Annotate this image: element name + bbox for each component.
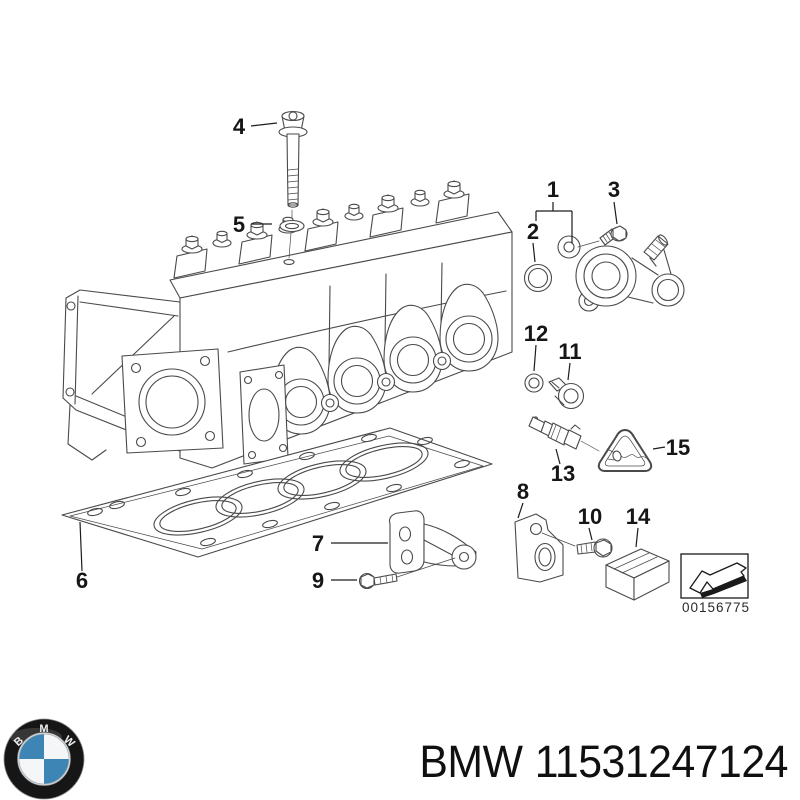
holder-bracket-drawing (514, 513, 576, 583)
callout-14: 14 (626, 504, 651, 548)
warning-triangle-icon (597, 429, 653, 472)
head-bolt-drawing (278, 110, 308, 219)
callout-15: 15 (652, 435, 690, 460)
head-bolt-washer-drawing (279, 219, 305, 259)
callout-label-10: 10 (578, 504, 602, 529)
cylinder-head-drawing (62, 180, 513, 469)
callout-label-12: 12 (524, 321, 548, 346)
callout-12: 12 (524, 321, 548, 372)
callout-label-2: 2 (527, 219, 539, 244)
plug-oring-drawing (524, 373, 544, 393)
callout-label-6: 6 (76, 568, 88, 593)
callout-2: 2 (527, 219, 539, 263)
direction-arrow-icon (689, 562, 747, 594)
callout-label-11: 11 (558, 339, 581, 364)
callout-6: 6 (76, 521, 88, 593)
callout-label-4: 4 (233, 114, 246, 139)
head-gasket-drawing (61, 427, 493, 558)
callout-label-7: 7 (312, 531, 324, 556)
flange-bolt-drawing (577, 225, 628, 248)
callout-label-1: 1 (547, 177, 559, 202)
callout-label-13: 13 (551, 461, 575, 486)
callout-13: 13 (551, 448, 575, 486)
callout-4: 4 (233, 114, 278, 139)
brand-text: BMW (419, 736, 523, 787)
callout-label-15: 15 (666, 435, 690, 460)
callout-5: 5 (233, 212, 272, 237)
image-code: 00156775 (682, 600, 750, 615)
screw-plug-drawing (548, 377, 585, 410)
callout-8: 8 (517, 479, 529, 519)
logo-letter-m: M (39, 723, 48, 735)
bracket-bolt-drawing (576, 538, 613, 558)
callout-label-14: 14 (626, 504, 651, 529)
callout-10: 10 (578, 504, 602, 541)
engine-bracket-drawing (388, 510, 477, 574)
callout-11: 11 (558, 339, 582, 381)
callout-label-8: 8 (517, 479, 529, 504)
callout-9: 9 (312, 568, 357, 593)
callout-label-5: 5 (233, 212, 245, 237)
flange-oring-drawing (523, 263, 553, 293)
callout-label-9: 9 (312, 568, 324, 593)
callout-3: 3 (608, 177, 620, 225)
image-code-frame: 00156775 (680, 553, 750, 615)
footer-part-title: BMW 11531247124 (419, 739, 788, 784)
temperature-sensor-drawing (528, 416, 600, 452)
coolant-flange-drawing (557, 234, 685, 312)
arrow-shadow (700, 576, 747, 598)
part-number-text: 11531247124 (534, 736, 789, 787)
callout-7: 7 (312, 531, 388, 556)
callout-1: 1 (535, 177, 573, 243)
bracket-bolt9-drawing (358, 557, 456, 590)
bmw-logo-icon: B M W (3, 718, 85, 800)
callout-label-3: 3 (608, 177, 620, 202)
exploded-parts-diagram: 00156775 1 2 3 4 5 6 7 (61, 110, 750, 615)
gasket-set-box-drawing (605, 548, 670, 601)
